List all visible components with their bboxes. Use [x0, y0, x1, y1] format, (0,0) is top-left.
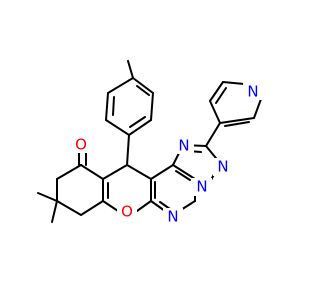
pyrimidine-nitrogen-bg — [163, 208, 183, 226]
bond-tolyl-center — [126, 134, 130, 166]
bridge-nitrogen-bg — [192, 178, 212, 196]
atom-labels: O O N N N N N — [71, 82, 263, 226]
bond-methyl-2 — [51, 200, 58, 223]
triazole-top-nitrogen-label: N — [178, 137, 189, 155]
structure-svg: O O N N N N N — [37, 60, 263, 226]
triazole-top-nitrogen-bg — [174, 136, 194, 154]
ketone-oxygen-label: O — [75, 136, 87, 154]
cyclohexanone-ring — [56, 164, 104, 216]
ring-oxygen-bg — [117, 203, 137, 221]
ketone-oxygen-bg — [71, 135, 91, 153]
tolyl-ring — [105, 77, 154, 136]
bridge-nitrogen-label: N — [196, 178, 207, 196]
pyridine-nitrogen-bg — [243, 82, 263, 100]
triazole-right-nitrogen-bg — [213, 158, 233, 176]
pyrimidine-nitrogen-label: N — [167, 208, 178, 226]
molecule-structure: O O N N N N N — [37, 60, 263, 226]
pyridine-nitrogen-label: N — [247, 83, 258, 101]
bond-triazole-pyridyl — [205, 122, 221, 147]
bond-tolyl-methyl — [127, 60, 134, 79]
triazole-right-nitrogen-label: N — [217, 158, 228, 176]
ring-oxygen-label: O — [121, 203, 133, 221]
bond-methyl-1 — [37, 192, 58, 202]
pyridine-ring — [209, 81, 262, 127]
